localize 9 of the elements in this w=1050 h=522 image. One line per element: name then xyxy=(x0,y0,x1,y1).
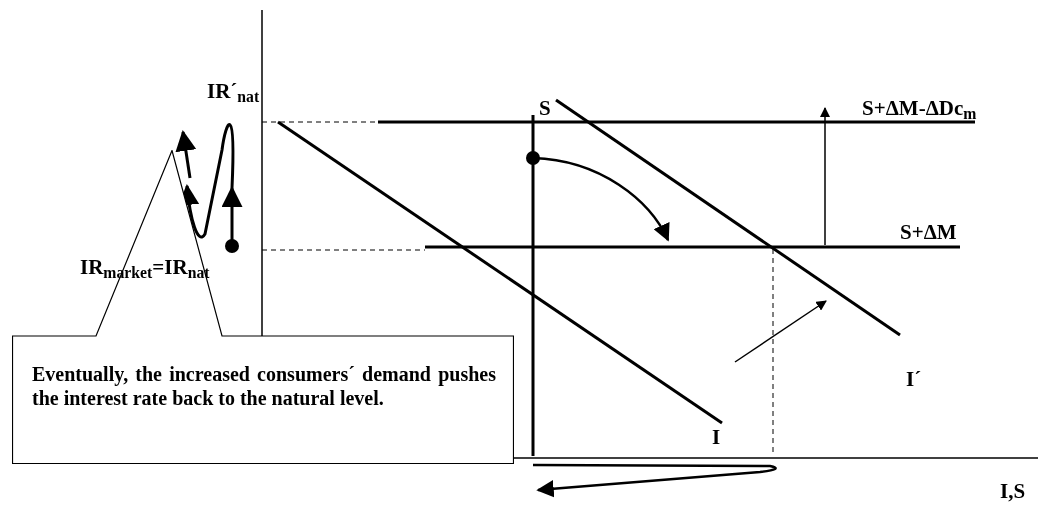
callout-text: Eventually, the increased consumers´ demand pushes the interest rate back to the natural level. xyxy=(32,362,496,410)
axis-label: S+ΔM-ΔDc$_{m}$ xyxy=(862,95,977,121)
axis-label: S xyxy=(539,95,551,121)
callout-box xyxy=(12,150,514,464)
axis-label: S+ΔM xyxy=(900,219,957,245)
axis-label: I´ xyxy=(906,366,922,392)
axis-label: IR´$_{nat}$ xyxy=(207,78,260,104)
axis-label: I xyxy=(712,424,721,450)
axis-label: I,S xyxy=(1000,478,1026,504)
